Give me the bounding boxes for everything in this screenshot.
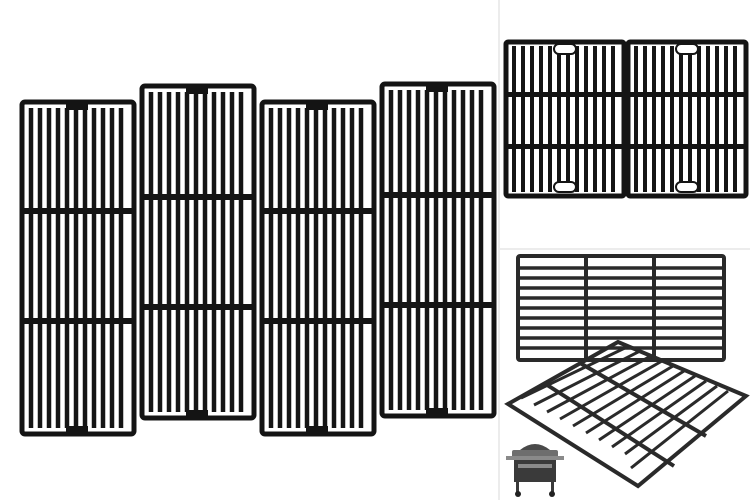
grates-and-grill-photo (500, 250, 750, 500)
panel-divider-vertical (498, 0, 500, 500)
grate-2 (139, 83, 257, 421)
grate-3 (259, 99, 377, 437)
panel-divider-horizontal (500, 248, 750, 250)
two-grates-top-view (503, 39, 749, 199)
two-grates-installed-photo (500, 0, 750, 248)
four-vertical-grates (19, 81, 497, 437)
grate-right (625, 39, 749, 199)
gas-grill-icon (506, 444, 564, 497)
grate-1 (19, 99, 137, 437)
grate-angled-front (504, 339, 750, 489)
grate-left (503, 39, 627, 199)
angled-grates-view (504, 254, 750, 497)
grate-4 (379, 81, 497, 419)
four-grates-photo (19, 81, 497, 437)
